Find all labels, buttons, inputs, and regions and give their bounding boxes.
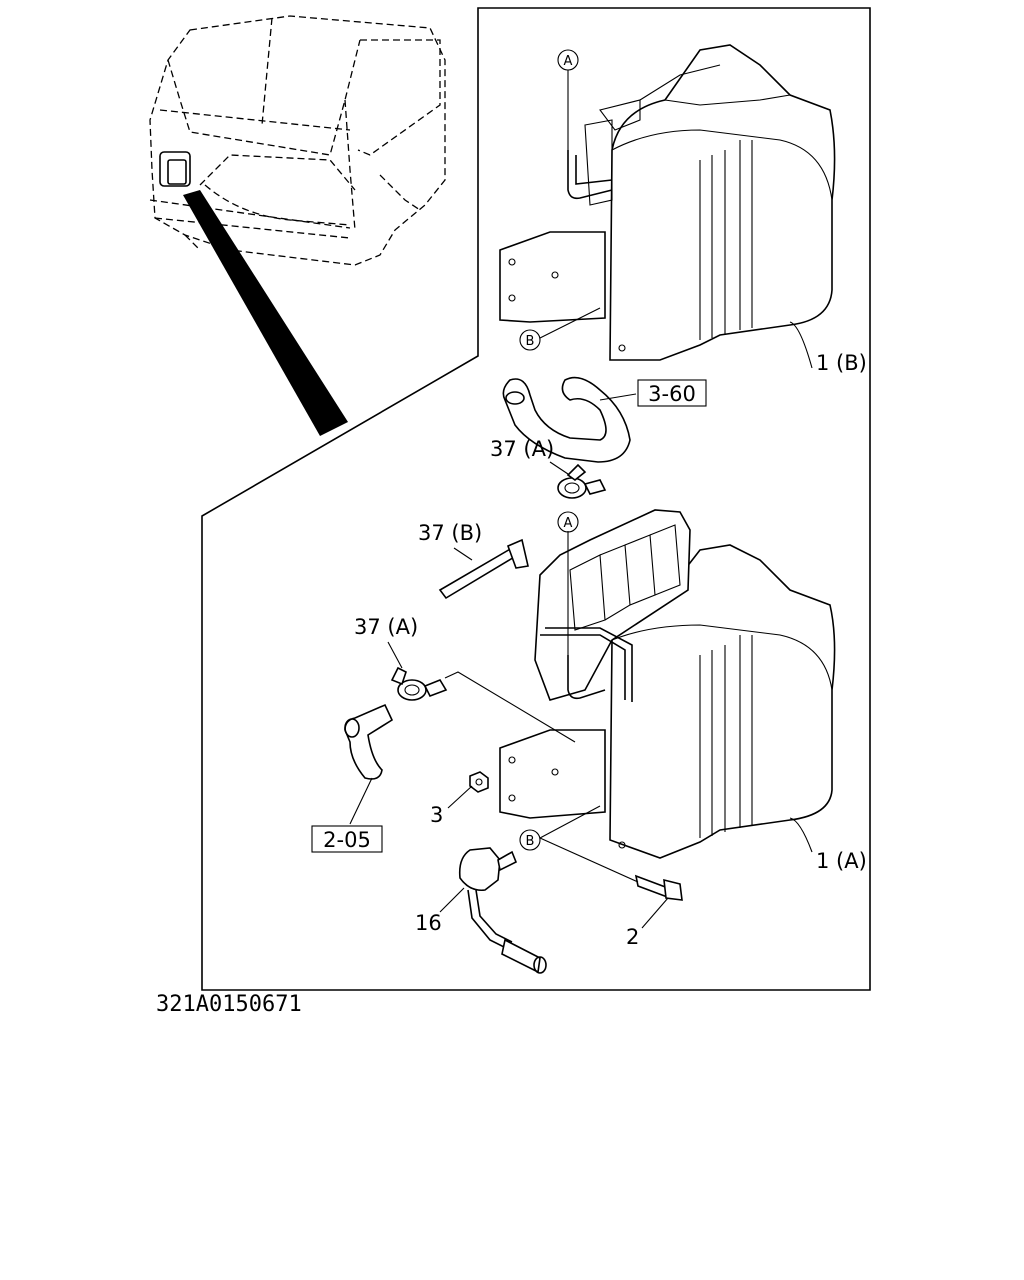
label-clip-37a-lower: 37 (A) [354,615,418,639]
svg-text:2-05: 2-05 [323,828,371,852]
label-part-1a: 1 (A) [816,849,867,873]
svg-text:A: A [564,54,573,69]
fog-lamp-lower [499,509,836,859]
label-nut-3: 3 [430,803,443,827]
svg-text:A: A [564,516,573,531]
tie-strap-37b [438,538,529,600]
ref-box-2-05: 2-05 [311,825,383,853]
clip-37a-upper [557,463,607,499]
svg-text:3-60: 3-60 [648,382,696,406]
label-bolt-2: 2 [626,925,639,949]
nut-3 [469,771,489,793]
callout-a-top: A [557,49,579,71]
clip-37a-lower [390,666,448,701]
leader-lines [349,70,813,929]
hose-assembly-3-60 [502,376,631,463]
label-clip-37a-upper: 37 (A) [490,437,554,461]
callout-b-top: B [519,329,541,351]
label-tie-37b: 37 (B) [418,521,482,545]
sensor-harness-16 [458,847,547,974]
elbow-hose-2-05 [344,703,394,780]
svg-text:B: B [526,334,535,349]
ref-box-3-60: 3-60 [637,379,707,407]
detail-frame [201,7,871,991]
label-part-1b: 1 (B) [816,351,867,375]
truck-cab-inset [149,15,446,436]
fog-lamp-upper [499,44,836,361]
diagram-code: 321A0150671 [156,992,302,1017]
callout-b-bottom: B [519,829,541,851]
label-sensor-16: 16 [415,911,442,935]
bolt-2 [634,874,683,901]
svg-text:B: B [526,834,535,849]
callout-a-mid: A [557,511,579,533]
